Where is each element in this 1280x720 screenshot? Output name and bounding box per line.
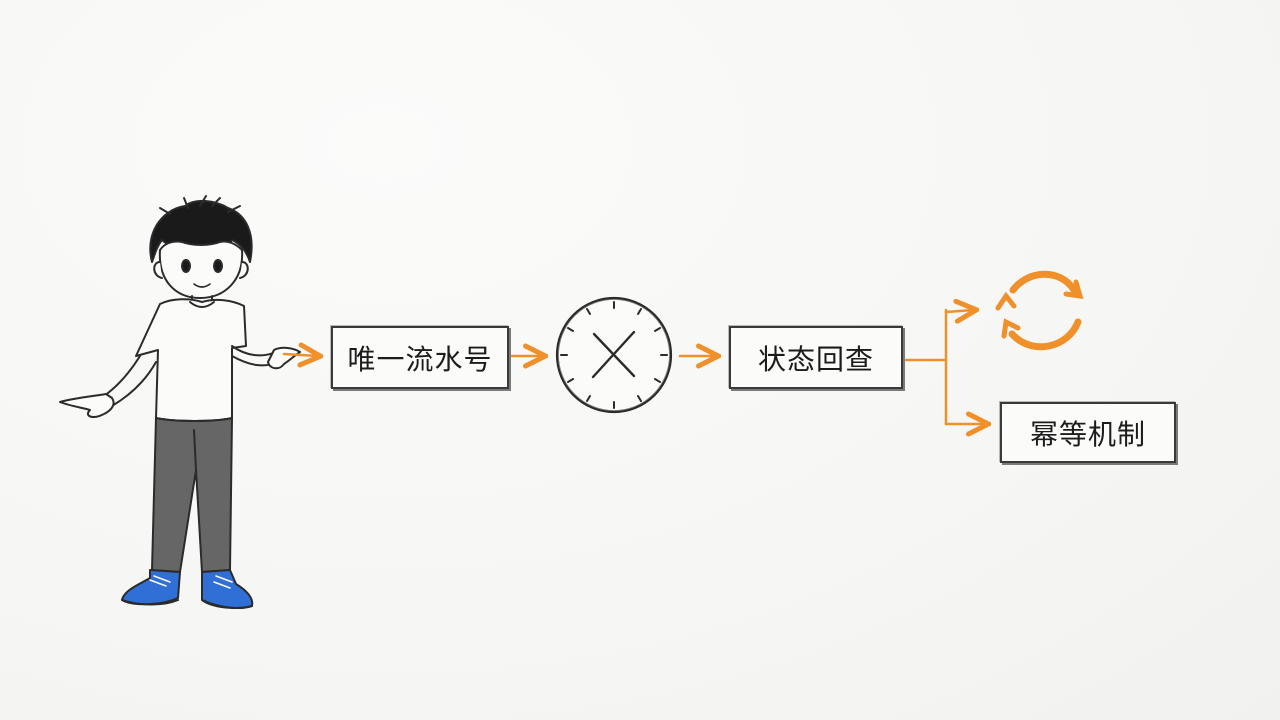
serial-number-node: 唯一流水号	[331, 326, 509, 389]
left-hand	[59, 393, 115, 418]
x-clock-icon	[555, 296, 673, 414]
left-arm	[103, 355, 141, 397]
connectors	[282, 308, 986, 426]
status-query-label: 状态回查	[757, 342, 874, 376]
mouth	[193, 283, 211, 288]
idempotent-mechanism-node: 幂等机制	[1000, 402, 1176, 463]
person-figure	[59, 195, 301, 609]
branch-connector	[904, 308, 948, 426]
arrow-to-retry	[944, 310, 974, 312]
left-eye	[181, 259, 191, 273]
serial-number-label: 唯一流水号	[347, 342, 493, 376]
left-shoe	[121, 569, 181, 606]
arrow-person-to-serial	[282, 354, 318, 356]
status-query-node: 状态回查	[729, 326, 903, 389]
pants	[151, 417, 233, 573]
circular-arrows-icon	[995, 270, 1084, 351]
shirt	[135, 298, 247, 422]
right-eye	[213, 259, 223, 273]
right-hand	[267, 346, 301, 370]
face	[158, 240, 244, 299]
idempotent-mechanism-label: 幂等机制	[1029, 417, 1146, 451]
